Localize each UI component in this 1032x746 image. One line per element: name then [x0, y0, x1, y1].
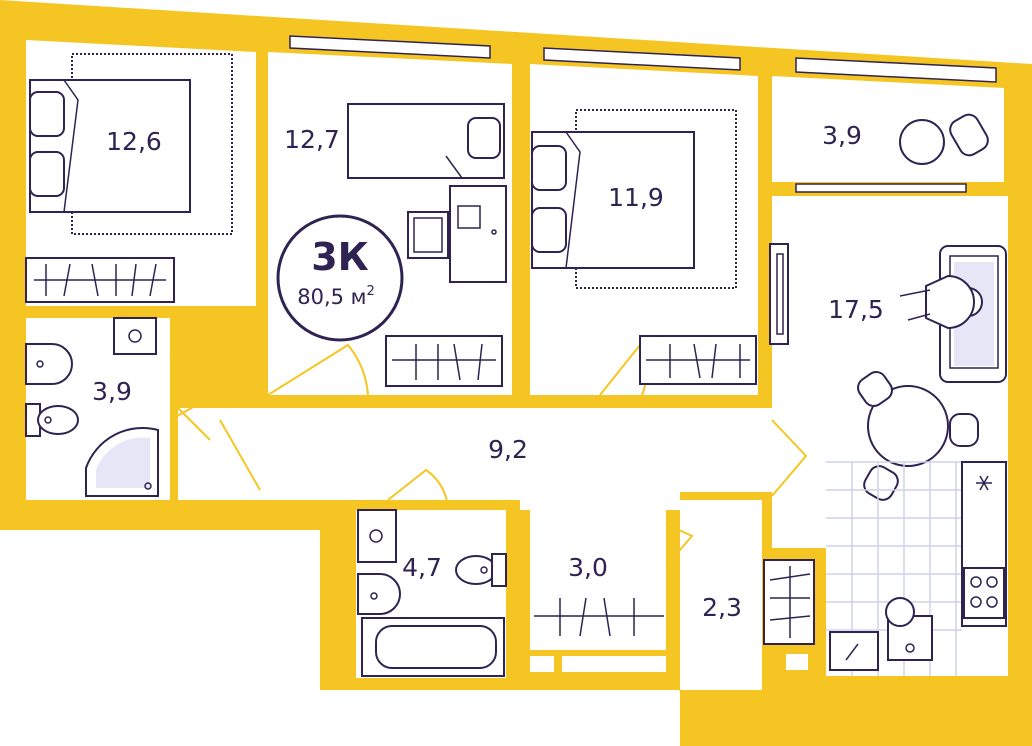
wardrobe-icon: [639, 335, 757, 385]
apartment-badge: 3К 80,5 м2: [276, 214, 404, 342]
person-icon: [885, 597, 933, 661]
person-icon: [899, 274, 983, 330]
room-entrance: [680, 500, 762, 690]
area-label-bedroom-left: 12,6: [106, 127, 162, 156]
area-label-hallway: 9,2: [488, 435, 528, 464]
area-label-entrance: 2,3: [702, 593, 742, 622]
room-closet: [530, 510, 666, 650]
bed-icon: [531, 109, 737, 289]
stove-icon: [963, 567, 1005, 619]
sink-icon: [829, 631, 879, 671]
wardrobe-icon: [385, 335, 503, 387]
washing-machine-icon: [113, 317, 157, 355]
apartment-type: 3К: [311, 235, 369, 279]
desk-icon: [449, 185, 507, 283]
sink-icon: [25, 343, 73, 385]
toilet-icon: [455, 553, 507, 587]
room-area-labels: 12,6 12,7 11,9 3,9 3,9 17,5 9,2 4,7 3,0 …: [92, 121, 884, 622]
toilet-icon: [25, 403, 79, 437]
total-area-value: 80,5 м: [297, 285, 366, 309]
area-label-living-kitchen: 17,5: [828, 295, 884, 324]
total-area: 80,5 м2: [297, 284, 375, 309]
area-label-bedroom-kids: 12,7: [284, 125, 340, 154]
bed-icon: [347, 103, 505, 179]
room-hallway: [178, 408, 772, 510]
wardrobe-icon: [763, 559, 815, 645]
area-label-bathroom-shower: 3,9: [92, 377, 132, 406]
area-label-closet: 3,0: [568, 553, 608, 582]
dining-table-icon: [899, 113, 989, 165]
bathtub-icon: [361, 617, 505, 677]
bed-icon: [29, 53, 233, 235]
tv-icon: [769, 243, 789, 345]
area-label-loggia: 3,9: [822, 121, 862, 150]
washing-machine-icon: [357, 509, 397, 563]
dining-table-icon: [857, 371, 979, 501]
room-loggia: [772, 76, 1004, 182]
total-area-sup: 2: [367, 284, 375, 299]
area-label-bedroom-middle: 11,9: [608, 183, 664, 212]
area-label-bathroom-tub: 4,7: [402, 553, 442, 582]
sink-icon: [357, 573, 401, 615]
wardrobe-icon: [534, 597, 664, 637]
shower-icon: [85, 427, 159, 497]
windows: [39, 22, 997, 193]
chair-icon: [407, 211, 449, 259]
kitchen-floor-tiles: [826, 461, 1008, 676]
wardrobe-icon: [25, 257, 175, 303]
